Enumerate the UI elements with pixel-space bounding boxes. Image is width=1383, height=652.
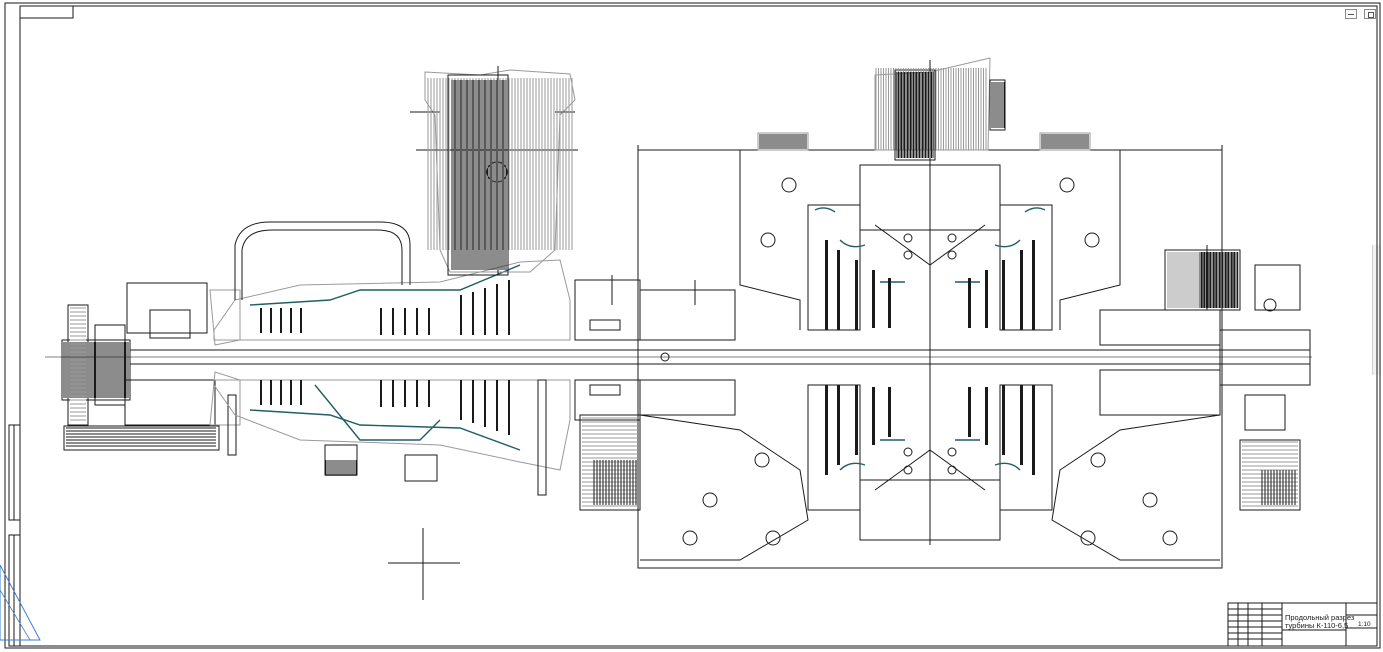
lp-exhaust-casing bbox=[579, 60, 1301, 569]
top-corner-box bbox=[19, 5, 74, 19]
sheet-outer-frame bbox=[4, 2, 1381, 649]
title-block: Продольный разрез турбины К-110-6,5 1:10 bbox=[1227, 602, 1378, 647]
front-bearing-assembly bbox=[61, 282, 241, 456]
sheet-inner-frame bbox=[19, 5, 1378, 647]
drawing-title-line2: турбины К-110-6,5 bbox=[1285, 621, 1348, 630]
hp-blade-rows bbox=[260, 280, 510, 435]
lp-blade-rows bbox=[825, 240, 1035, 475]
dense-fin-hatching bbox=[63, 68, 1298, 507]
corner-triangle-marker bbox=[0, 564, 41, 641]
hp-cylinder bbox=[213, 221, 571, 496]
lp-inner-chevron-bottom bbox=[874, 449, 986, 491]
lp-inner-chevron-top bbox=[874, 224, 986, 266]
restore-button[interactable] bbox=[1364, 9, 1376, 19]
drawing-title-line1: Продольный разрез bbox=[1285, 613, 1355, 622]
casing-bolt-holes bbox=[682, 177, 1178, 546]
minimize-button[interactable] bbox=[1345, 9, 1357, 19]
middle-bearing-housing bbox=[574, 275, 736, 421]
drawing-scale: 1:10 bbox=[1358, 621, 1371, 628]
lp-guide-vanes bbox=[814, 207, 1046, 471]
